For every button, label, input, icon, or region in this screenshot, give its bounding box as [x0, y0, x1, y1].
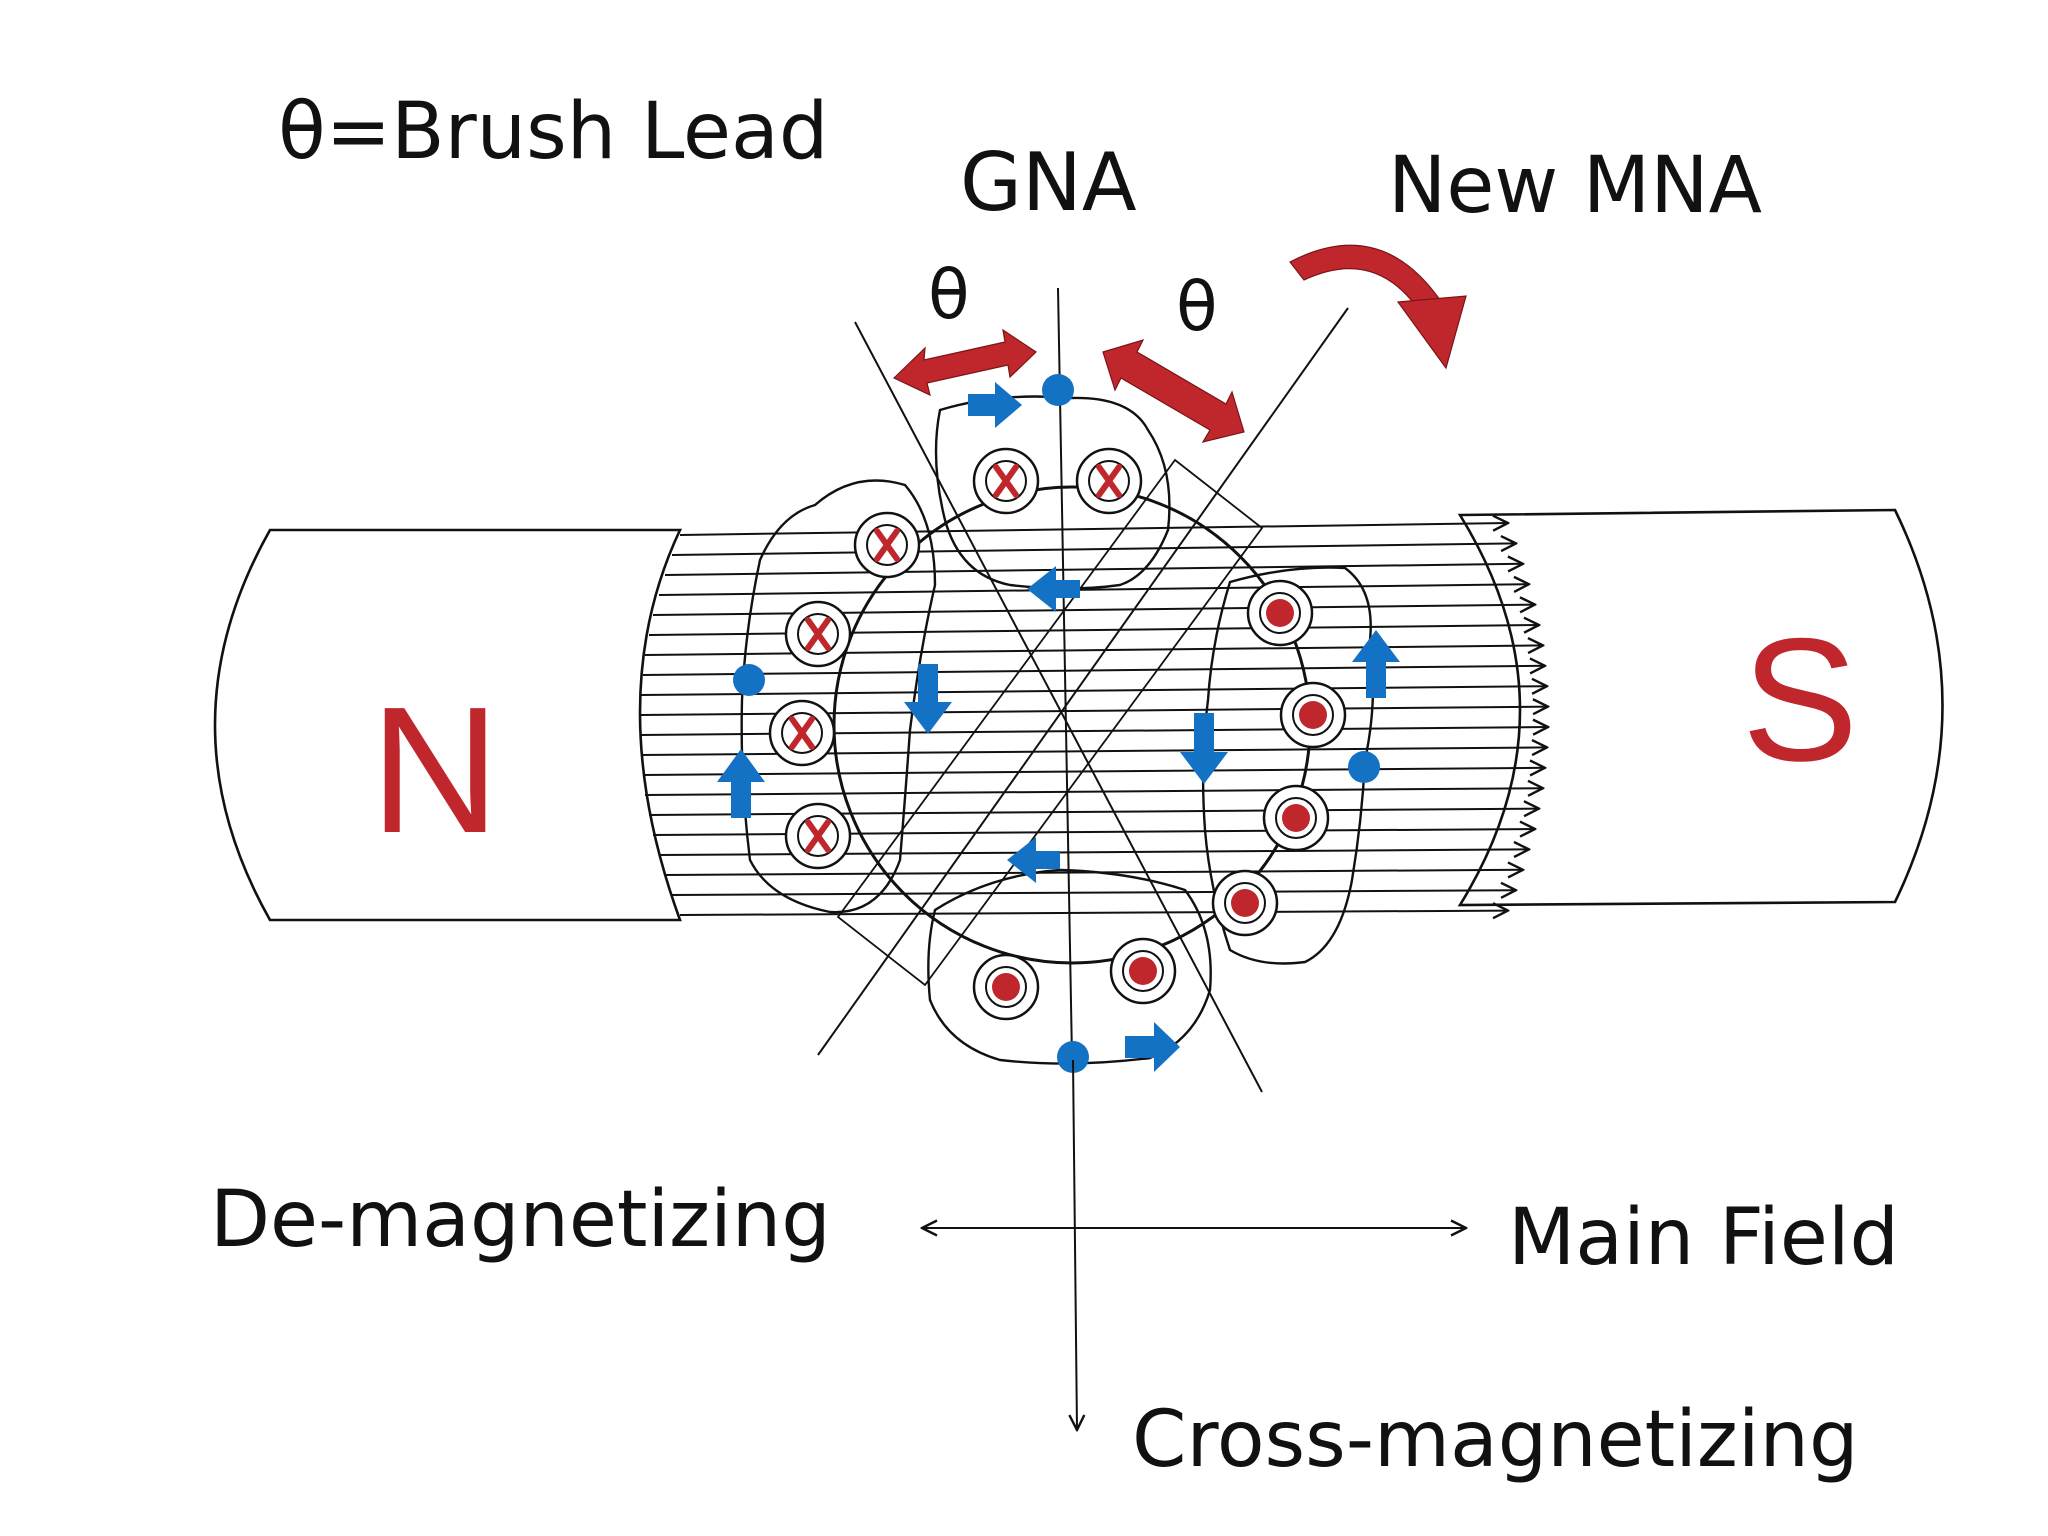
- dot-mark: [1129, 957, 1157, 985]
- current-arrow-up-left: [717, 749, 765, 818]
- field-line: [679, 523, 1508, 536]
- coil-group-bottom: [927, 868, 1212, 1065]
- conductor-out-of-page: [972, 953, 1040, 1021]
- flux-frame: [836, 458, 1264, 987]
- brush-point-left: [733, 664, 765, 696]
- dot-mark: [1266, 599, 1294, 627]
- rotation-arrow-head: [1396, 295, 1467, 370]
- conductor-out-of-page: [1262, 784, 1330, 852]
- current-arrow-down-left: [904, 664, 952, 734]
- dot-mark: [992, 973, 1020, 1001]
- north-pole-label: N: [370, 670, 500, 871]
- dot-mark: [1282, 804, 1310, 832]
- demagnetizing-label: De-magnetizing: [210, 1175, 831, 1265]
- dot-mark: [1231, 889, 1259, 917]
- cross-mark: [1096, 464, 1122, 498]
- new-mna-axis-line: [817, 307, 1349, 1056]
- brush-shift-line: [854, 321, 1263, 1093]
- coil-group-left: [740, 479, 937, 914]
- theta-double-arrow-right: [1102, 339, 1245, 443]
- current-arrow-left-upper: [1027, 566, 1080, 612]
- conductor-into-page: [1075, 447, 1143, 515]
- field-line: [640, 686, 1547, 696]
- south-pole: S: [1457, 508, 1944, 907]
- field-line: [648, 809, 1539, 815]
- brush-point-top: [1042, 374, 1074, 406]
- rotation-arrow: [1289, 244, 1467, 370]
- brush-points: [733, 374, 1380, 1073]
- conductor-out-of-page: [1279, 681, 1347, 749]
- current-arrow-up-right: [1352, 630, 1400, 698]
- conductor-into-page: [853, 511, 921, 579]
- field-line: [671, 543, 1516, 556]
- cross-mark: [805, 819, 831, 853]
- vertical-axis: [1073, 1059, 1077, 1430]
- brush-point-right: [1348, 751, 1380, 783]
- field-line: [652, 605, 1535, 616]
- south-pole-body: [1457, 508, 1944, 907]
- field-line: [642, 666, 1545, 676]
- field-line: [648, 625, 1539, 636]
- conductor-out-of-page: [1109, 937, 1177, 1005]
- north-pole: N: [213, 528, 683, 922]
- cross-mark: [993, 464, 1019, 498]
- conductor-into-page: [768, 699, 836, 767]
- cross-mark: [805, 617, 831, 651]
- current-arrows: [717, 382, 1400, 1072]
- conductor-out-of-page: [1211, 869, 1279, 937]
- conductor-out-of-page: [1246, 579, 1314, 647]
- reference-axes: [922, 1059, 1466, 1430]
- new-mna-label: New MNA: [1388, 141, 1762, 231]
- main-field-label: Main Field: [1508, 1193, 1899, 1283]
- conductor-into-page: [972, 447, 1040, 515]
- conductor-into-page: [784, 600, 852, 668]
- conductors-out-of-page: [972, 579, 1347, 1021]
- theta-left-label: θ: [928, 256, 970, 335]
- dot-mark: [1299, 701, 1327, 729]
- north-pole-body: [213, 528, 683, 922]
- cross-magnetizing-label: Cross-magnetizing: [1132, 1395, 1859, 1485]
- rotation-arrow-body: [1289, 244, 1441, 307]
- theta-right-label: θ: [1176, 268, 1218, 347]
- current-arrow-left-lower: [1007, 837, 1060, 883]
- conductor-into-page: [784, 802, 852, 870]
- cross-mark: [789, 716, 815, 750]
- south-pole-label: S: [1742, 603, 1859, 798]
- field-line: [642, 768, 1545, 775]
- cross-mark: [874, 528, 900, 562]
- field-line: [671, 890, 1516, 895]
- legend-label: θ=Brush Lead: [278, 87, 828, 177]
- field-line: [644, 788, 1543, 795]
- gna-label: GNA: [960, 136, 1137, 229]
- current-arrow-down-right: [1180, 713, 1228, 784]
- theta-indicators: [892, 328, 1245, 443]
- current-arrow-right-bottom: [1125, 1022, 1180, 1072]
- brush-point-bottom: [1057, 1041, 1089, 1073]
- theta-double-arrow-left: [892, 328, 1037, 397]
- field-line: [679, 911, 1508, 915]
- current-arrow-right-top: [968, 382, 1022, 428]
- gna-axis-line: [1057, 287, 1073, 1059]
- field-line: [658, 584, 1529, 596]
- conductors-into-page: [768, 447, 1143, 870]
- field-line: [644, 645, 1543, 656]
